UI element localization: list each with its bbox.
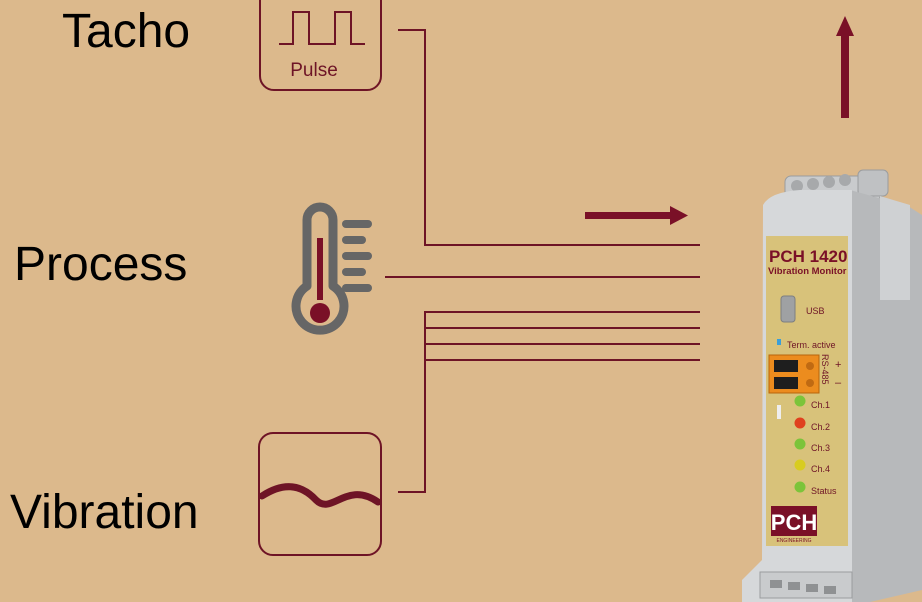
vibration-icon [258, 432, 382, 556]
rs485-label: RS-485 [820, 354, 830, 385]
ch2-led [794, 417, 806, 429]
vibration-label: Vibration [10, 486, 199, 539]
usb-port [780, 295, 796, 323]
bottom-terminals [759, 571, 853, 599]
rs485-plus: + [835, 359, 841, 371]
logo-subtext: ENGINEERING [776, 538, 811, 544]
ch3-label: Ch.3 [811, 443, 830, 453]
process-label: Process [14, 238, 188, 291]
ch1-label: Ch.1 [811, 400, 830, 410]
rs485-minus: – [835, 377, 842, 389]
ch3-led [794, 438, 806, 450]
pulse-icon: Pulse [259, 0, 382, 91]
thermometer-icon [291, 202, 372, 335]
logo-text: PCH [771, 510, 817, 535]
ch1-led [794, 395, 806, 407]
tacho-label: Tacho [62, 5, 191, 58]
right-arrow-icon [585, 206, 688, 225]
channel-leds: Ch.1 Ch.2 Ch.3 Ch.4 Status [794, 395, 837, 496]
status-slot [777, 405, 781, 419]
term-label: Term. active [787, 340, 836, 350]
pch-logo: PCH ENGINEERING [771, 506, 817, 544]
device-subtitle: Vibration Monitor [768, 266, 847, 277]
status-label: Status [811, 486, 837, 496]
term-led [777, 339, 781, 345]
up-arrow-icon [836, 16, 854, 118]
vibration-wire [398, 311, 700, 493]
pulse-label: Pulse [290, 60, 338, 81]
ch4-label: Ch.4 [811, 464, 830, 474]
ch4-led [794, 459, 806, 471]
pch1420-device: PCH 1420 Vibration Monitor USB Term. act… [742, 169, 922, 602]
tacho-wire [398, 29, 700, 246]
status-led [794, 481, 806, 493]
ch2-label: Ch.2 [811, 422, 830, 432]
device-model: PCH 1420 [769, 247, 847, 266]
rs485-connector [768, 354, 820, 394]
usb-label: USB [806, 306, 825, 316]
signal-wires [385, 29, 700, 493]
